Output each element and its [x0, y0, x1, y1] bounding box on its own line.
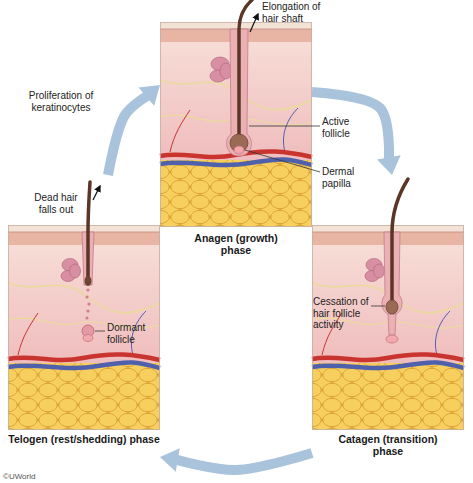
cell-dot [87, 302, 90, 305]
cycle-arrow [312, 92, 401, 175]
callout-label: Cessation of hair follicle activity [313, 296, 371, 331]
catagen-follicle [365, 179, 408, 343]
gland-lobe [70, 264, 81, 278]
cell-dot [85, 316, 88, 319]
leader-line [95, 331, 105, 332]
arrow-body [177, 453, 312, 470]
sebaceous-gland [210, 57, 232, 82]
transition-label: Proliferation of keratinocytes [18, 90, 104, 113]
phase-panel: Telogen (rest/shedding) phase [8, 175, 160, 465]
growth-arrow [250, 14, 258, 32]
hair-shaft [239, 0, 252, 144]
callout-label: Dead hair falls out [26, 192, 86, 215]
hair-shaft [392, 179, 408, 309]
callout-label: Dormant follicle [107, 322, 157, 345]
skin-section [160, 22, 312, 227]
arrow-head [160, 448, 180, 472]
sebaceous-gland [61, 259, 81, 282]
phase-name: Anagen (growth) phase [180, 232, 292, 256]
leader-line [249, 126, 320, 127]
dermal-papilla [83, 335, 93, 342]
anagen-follicle [210, 0, 252, 156]
callout-label: Elongation of hair shaft [262, 1, 328, 24]
arrow-body [312, 92, 389, 158]
leader-line [371, 306, 385, 307]
sebaceous-gland [365, 259, 385, 282]
shed-cells [85, 288, 90, 319]
dermal-papilla [386, 335, 398, 343]
callout-label: Dermal papilla [322, 166, 368, 189]
cell-dot [86, 309, 89, 312]
arrow-head [377, 155, 401, 175]
skin-section [312, 225, 464, 430]
club-hair [386, 300, 398, 314]
dead-hair [88, 182, 90, 280]
phase-name: Telogen (rest/shedding) phase [8, 433, 160, 445]
cycle-arrow [108, 85, 160, 175]
arrow-head [139, 85, 160, 106]
club-hair [85, 276, 92, 286]
callout-label: Active follicle [322, 116, 368, 139]
cell-dot [85, 295, 88, 298]
dermal-papilla [234, 146, 244, 154]
leader-line [245, 150, 320, 172]
skin-section [8, 225, 160, 430]
gland-lobe [374, 264, 385, 278]
phase-panel: Anagen (growth) phase [160, 0, 312, 267]
shedding-arrow [93, 186, 100, 200]
copyright-note: ©UWorld [3, 471, 63, 483]
phase-name: Catagen (transition) phase [323, 433, 453, 457]
cell-dot [86, 288, 89, 291]
cycle-arrow [160, 448, 312, 472]
regressing-strand [388, 314, 396, 335]
arrow-body [108, 96, 147, 175]
